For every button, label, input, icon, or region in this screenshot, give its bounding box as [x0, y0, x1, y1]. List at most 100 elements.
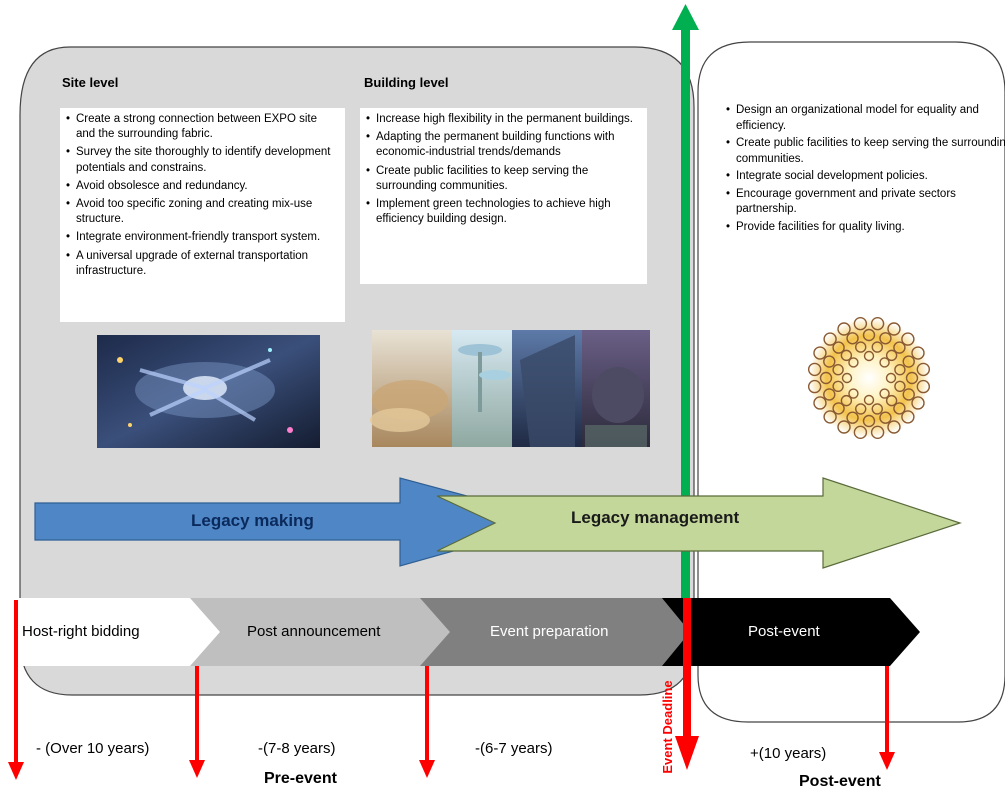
logo-ring-circle: [911, 396, 925, 410]
list-item: Increase high flexibility in the permane…: [366, 112, 641, 127]
list-item: Design an organizational model for equal…: [726, 103, 1005, 134]
phase-label-post-event: Post-event: [748, 623, 820, 640]
logo-ring-circle: [887, 322, 901, 336]
logo-ring-circle: [894, 380, 906, 392]
list-item: Create public facilities to keep serving…: [366, 164, 641, 194]
logo-ring-circle: [893, 402, 906, 415]
list-item: Avoid too specific zoning and creating m…: [66, 197, 339, 227]
logo-ring-circle: [905, 371, 919, 385]
logo-ring-circle: [862, 414, 876, 428]
logo-ring-circle: [848, 388, 859, 399]
logo-ring-circle: [832, 380, 844, 392]
logo-ring-circle: [832, 341, 845, 354]
site-aerial-image: [97, 335, 320, 448]
list-item: Provide facilities for quality living.: [726, 220, 1005, 236]
legacy-management-label: Legacy management: [571, 508, 740, 527]
logo-ring-circle: [901, 410, 915, 424]
building-level-heading: Building level: [364, 75, 449, 90]
list-item: A universal upgrade of external transpor…: [66, 249, 339, 279]
list-item: Adapting the permanent building function…: [366, 130, 641, 160]
logo-ring-circle: [870, 425, 885, 440]
logo-ring-circle: [853, 316, 868, 331]
logo-ring-circle: [871, 403, 883, 415]
phase-chevron-event-preparation: [420, 598, 695, 666]
logo-ring-circle: [893, 341, 906, 354]
phase-label-host-right-bidding: Host-right bidding: [22, 623, 140, 640]
list-item: Integrate social development policies.: [726, 169, 1005, 185]
timeline-red-arrows: [8, 598, 895, 780]
logo-ring-circle: [894, 364, 906, 376]
event-deadline-label: Event Deadline: [660, 680, 675, 774]
logo-ring-circle: [902, 355, 915, 368]
logo-ring-circle: [837, 322, 851, 336]
phase-label-event-preparation: Event preparation: [490, 623, 609, 640]
logo-ring-circle: [871, 341, 883, 353]
logo-ring-circle: [879, 411, 892, 424]
logo-ring-circle: [853, 425, 868, 440]
phase-chevron-post-event: [662, 598, 920, 666]
building-level-list: Increase high flexibility in the permane…: [360, 108, 647, 284]
phase-chevron-host-right-bidding: [5, 598, 230, 666]
logo-ring-circle: [879, 357, 890, 368]
site-level-heading: Site level: [62, 75, 119, 90]
logo-ring-circle: [855, 341, 867, 353]
site-level-list: Create a strong connection between EXPO …: [60, 108, 345, 322]
logo-ring-circle: [916, 379, 931, 394]
logo-ring-circle: [841, 372, 853, 384]
logo-ring-circle: [823, 410, 837, 424]
list-item: Avoid obsolesce and redundancy.: [66, 179, 339, 194]
logo-ring-circle: [840, 349, 853, 362]
logo-ring-circle: [916, 362, 931, 377]
logo-ring-circle: [813, 346, 827, 360]
logo-ring-circle: [855, 403, 867, 415]
phase-label-post-announcement: Post announcement: [247, 623, 381, 640]
logo-ring-circle: [840, 394, 853, 407]
list-item: Encourage government and private sectors…: [726, 187, 1005, 218]
time-label-7-8-years: -(7-8 years): [258, 740, 336, 757]
phase-chevron-post-announcement: [190, 598, 460, 666]
logo-ring-circle: [885, 349, 898, 362]
building-collage-image: [370, 330, 650, 447]
logo-ring-circle: [863, 350, 875, 362]
logo-ring-circle: [885, 372, 897, 384]
logo-ring-circle: [870, 316, 885, 331]
logo-ring-circle: [862, 328, 876, 342]
list-item: Create a strong connection between EXPO …: [66, 112, 339, 142]
expo-sun-logo: [807, 316, 931, 440]
logo-ring-circle: [823, 332, 837, 346]
time-label-over-10-years: - (Over 10 years): [36, 740, 150, 757]
logo-ring-circle: [879, 332, 892, 345]
time-label-plus-10-years: +(10 years): [750, 745, 827, 762]
logo-ring-circle: [832, 402, 845, 415]
pre-event-label: Pre-event: [264, 770, 337, 787]
logo-ring-circle: [879, 388, 890, 399]
time-label-6-7-years: -(6-7 years): [475, 740, 553, 757]
logo-ring-circle: [807, 379, 822, 394]
logo-ring-circle: [848, 357, 859, 368]
logo-ring-circle: [807, 362, 822, 377]
logo-ring-circle: [837, 420, 851, 434]
logo-ring-circle: [823, 388, 836, 401]
logo-ring-circle: [846, 332, 859, 345]
list-item: Create public facilities to keep serving…: [726, 136, 1005, 167]
list-item: Survey the site thoroughly to identify d…: [66, 145, 339, 175]
list-item: Integrate environment-friendly transport…: [66, 230, 339, 245]
deadline-green-shaft: [681, 30, 690, 598]
logo-ring-circle: [819, 371, 833, 385]
logo-ring-circle: [846, 411, 859, 424]
logo-ring-circle: [902, 388, 915, 401]
deadline-green-arrowhead: [672, 4, 699, 30]
logo-ring-circle: [823, 355, 836, 368]
post-event-list: Design an organizational model for equal…: [722, 103, 1005, 237]
logo-ring-circle: [832, 364, 844, 376]
legacy-management-arrow: [436, 477, 962, 569]
logo-ring-circle: [887, 420, 901, 434]
list-item: Implement green technologies to achieve …: [366, 197, 641, 227]
logo-ring-circle: [885, 394, 898, 407]
logo-ring-circle: [813, 396, 827, 410]
logo-ring-circle: [911, 346, 925, 360]
post-event-label: Post-event: [799, 773, 881, 790]
logo-ring-circle: [901, 332, 915, 346]
legacy-making-label: Legacy making: [191, 511, 314, 530]
logo-ring-circle: [863, 394, 875, 406]
